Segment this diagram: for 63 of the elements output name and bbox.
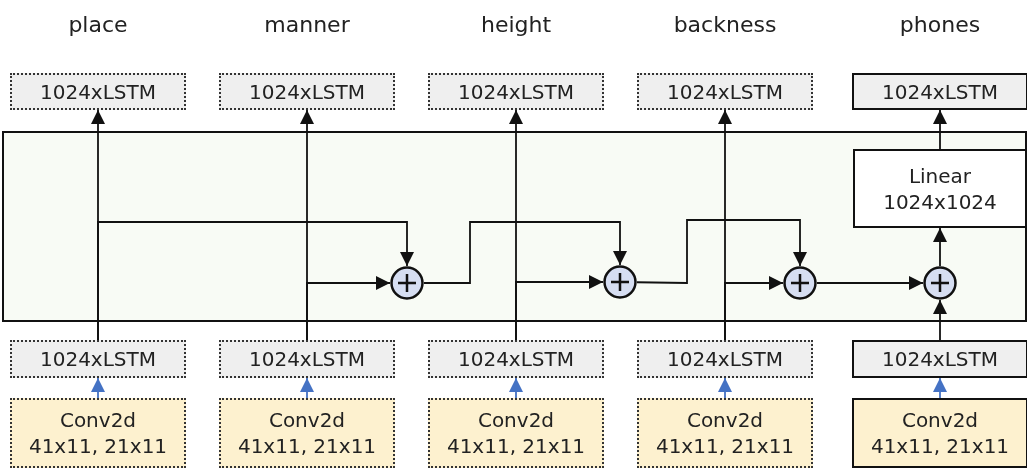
sum-node-icon [390,266,424,300]
lstm-layer-box [10,73,186,110]
layer-label: Conv2d [59,407,137,433]
lstm-layer-box [852,73,1027,110]
arrow [933,377,947,399]
layer-label: 1024xLSTM [457,78,574,105]
layer-label: Conv2d [477,407,555,433]
column-heading: backness [673,12,777,37]
lstm-layer-box [852,340,1027,378]
fusion-panel [2,131,1027,322]
arrow [423,221,627,284]
layer-label: 1024xLSTM [881,346,998,372]
layer-label: 1024xLSTM [248,346,365,372]
arrow [724,276,784,341]
arrow [816,276,924,290]
layer-label: 1024xLSTM [881,78,998,105]
lstm-layer-box [637,73,813,110]
arrow [933,109,947,150]
arrow [933,227,947,267]
lstm-layer-box [428,340,604,378]
arrow [718,377,732,399]
column-heading: phones [899,12,981,37]
layer-label: 41x11, 21x11 [28,433,168,459]
layer-label: Conv2d [901,407,979,433]
conv-layer-box [428,398,604,468]
arrow [91,377,105,399]
lstm-layer-box [10,340,186,378]
layer-label: Linear [908,162,972,189]
arrow [97,221,414,341]
layer-label: Conv2d [268,407,346,433]
conv-layer-box [10,398,186,468]
layer-label: 1024xLSTM [39,78,156,105]
layer-label: 41x11, 21x11 [446,433,586,459]
layer-label: 1024xLSTM [39,346,156,372]
conv-layer-box [637,398,813,468]
sum-node-icon [783,266,817,300]
layer-label: 1024xLSTM [666,346,783,372]
arrow [306,276,391,341]
sum-node-icon [923,266,957,300]
lstm-layer-box [219,340,395,378]
arrow [636,219,807,284]
layer-label: 1024xLSTM [666,78,783,105]
lstm-layer-box [219,73,395,110]
arrow [933,299,947,341]
arrow [300,377,314,399]
layer-label: 41x11, 21x11 [870,433,1010,459]
layer-label: Conv2d [686,407,764,433]
arrow [509,377,523,399]
layer-label: 41x11, 21x11 [237,433,377,459]
arrow [515,275,604,341]
conv-layer-box [852,398,1027,468]
lstm-layer-box [428,73,604,110]
layer-label: 1024xLSTM [248,78,365,105]
layer-label: 1024x1024 [883,188,997,215]
lstm-layer-box [637,340,813,378]
layer-label: 41x11, 21x11 [655,433,795,459]
column-heading: manner [264,12,350,37]
layer-label: 1024xLSTM [457,346,574,372]
column-heading: place [68,12,128,37]
conv-layer-box [219,398,395,468]
column-heading: height [480,12,552,37]
sum-node-icon [603,265,637,299]
linear-layer-box [853,149,1027,228]
